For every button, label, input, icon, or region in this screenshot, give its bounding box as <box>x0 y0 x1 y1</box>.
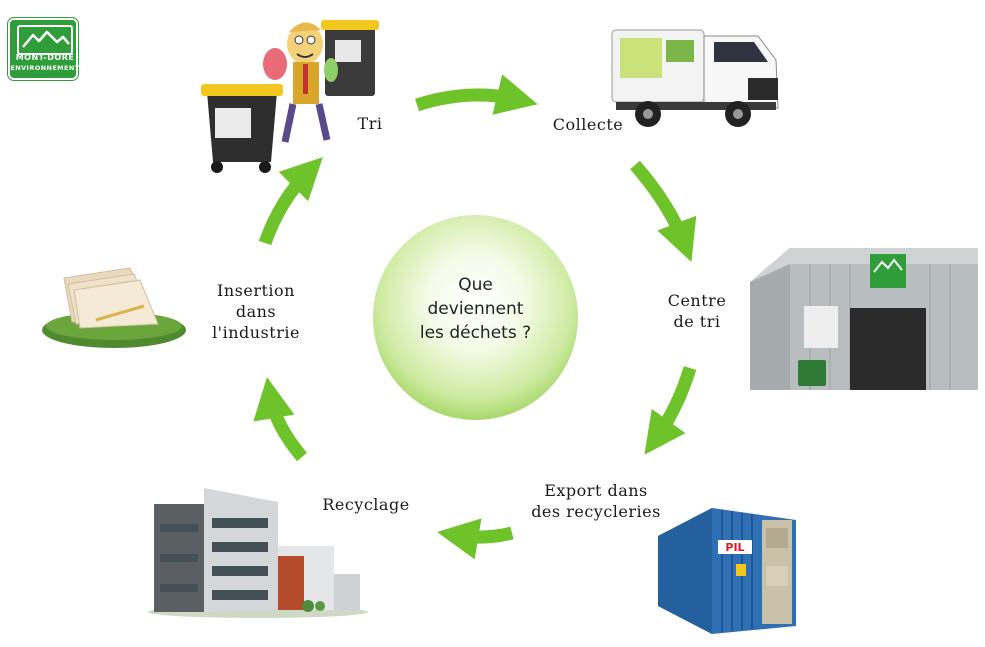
arrow-recyclage-to-insertion <box>253 377 308 462</box>
sorting-center-building <box>750 248 978 390</box>
sorting-bins-illustration <box>201 20 379 173</box>
garbage-truck-illustration <box>611 29 779 127</box>
arrow-insertion-to-tri <box>258 157 323 246</box>
center-line-1: Que <box>458 275 493 295</box>
arrow-collecte-to-centre <box>630 160 697 263</box>
label-centre-de-tri: Centre de tri <box>652 290 742 332</box>
center-line-2: deviennent <box>427 299 524 319</box>
logo-title: MONT-DORE <box>15 53 75 62</box>
label-insertion-line-2: dans <box>235 302 277 321</box>
mont-dore-logo: MONT-DORE ENVIRONNEMENT <box>8 18 80 80</box>
label-export-line-1: Export dans <box>544 481 648 500</box>
label-centre-line-2: de tri <box>673 312 721 331</box>
label-insertion: Insertion dans l'industrie <box>196 280 316 343</box>
center-question: Que deviennent les déchets ? <box>373 273 578 345</box>
shipping-container-illustration: PIL <box>658 508 796 634</box>
label-export-line-2: des recycleries <box>531 502 661 521</box>
center-question-circle: Que deviennent les déchets ? <box>373 215 578 420</box>
container-brand: PIL <box>725 541 744 554</box>
center-line-3: les déchets ? <box>419 323 532 343</box>
label-insertion-line-3: l'industrie <box>212 323 300 342</box>
label-insertion-line-1: Insertion <box>217 281 295 300</box>
label-recyclage: Recyclage <box>322 495 410 514</box>
label-centre-line-1: Centre <box>667 291 727 310</box>
label-collecte: Collecte <box>552 115 624 134</box>
logo-subtitle: ENVIRONNEMENT <box>10 64 80 72</box>
arrow-tri-to-collecte <box>415 74 538 115</box>
arrow-export-to-recyclage <box>437 518 514 560</box>
arrow-centre-to-export <box>644 366 697 455</box>
paper-on-grass-illustration <box>42 267 186 348</box>
label-export: Export dans des recycleries <box>514 480 678 522</box>
recycling-plant-building <box>148 488 368 618</box>
mountain-icon <box>17 25 73 55</box>
label-tri: Tri <box>357 114 383 133</box>
